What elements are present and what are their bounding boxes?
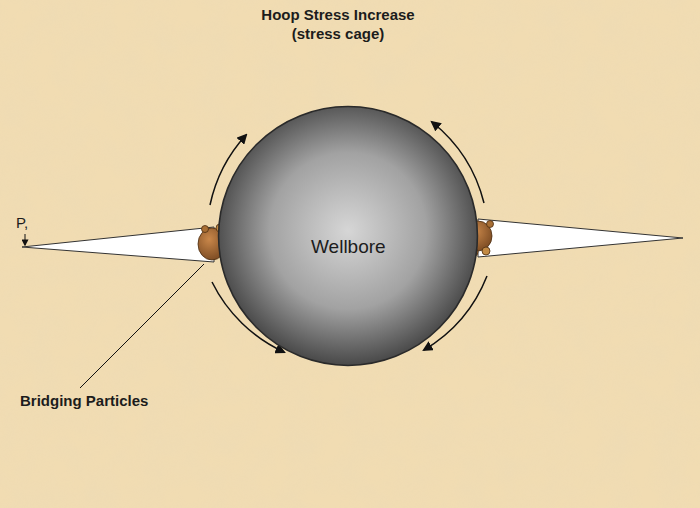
pointer-arrow [240,245,290,247]
heading-label: Hoop Stress Increase (stress cage) [248,6,428,44]
part-label: Bridging Particles [20,392,148,411]
wellbore-circle: Wellbore [217,105,479,367]
fracture [22,227,214,262]
bridging-particles [455,216,494,256]
bridging-particles [198,219,238,268]
leader-line [80,264,204,388]
pressure-label: P, [16,214,28,233]
node-label: Wellbore [311,236,386,258]
pressure-arrow [25,234,26,245]
fracture [478,219,683,257]
